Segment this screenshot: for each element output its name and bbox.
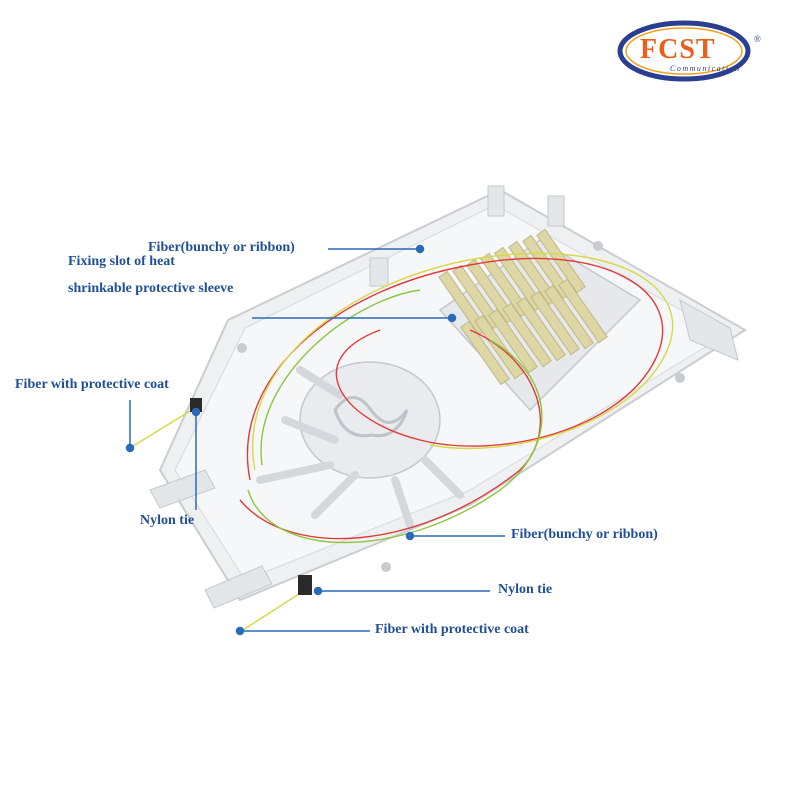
screw-hole-2 xyxy=(593,241,603,251)
leader-dot-fiber-bottom xyxy=(405,531,415,541)
fiber-green-2 xyxy=(260,289,421,466)
label-coat-bottom: Fiber with protective coat xyxy=(375,622,529,637)
label-fiber-bottom: Fiber(bunchy or ribbon) xyxy=(511,527,658,542)
leader-dot-nylon-left xyxy=(191,407,201,417)
logo-registered-mark: ® xyxy=(754,34,761,44)
leader-dot-coat-bottom xyxy=(235,626,245,636)
screw-hole-3 xyxy=(675,373,685,383)
tray-post-2 xyxy=(547,195,565,227)
tray-right-rail xyxy=(679,298,739,361)
fiber-yellow xyxy=(252,252,674,471)
left-spool-slot xyxy=(333,396,409,438)
leader-lines xyxy=(125,244,505,636)
leader-dot-fiber-top xyxy=(415,244,425,254)
splice-sleeves xyxy=(438,228,608,386)
logo-subtitle: Communication xyxy=(670,64,741,73)
fiber-red xyxy=(246,257,664,481)
fiber-tail-left xyxy=(129,407,196,449)
fcst-logo: FCST ® Communication xyxy=(616,18,766,84)
tray-post-1 xyxy=(487,185,505,217)
label-coat-left: Fiber with protective coat xyxy=(15,377,169,392)
leader-dot-nylon-bottom xyxy=(313,586,323,596)
screw-hole-1 xyxy=(237,343,247,353)
tray-post-3 xyxy=(369,257,389,287)
fiber-red-2 xyxy=(239,329,542,540)
splice-tray xyxy=(129,185,747,633)
label-nylon-left: Nylon tie xyxy=(140,513,195,528)
fibers xyxy=(239,252,674,544)
leader-dot-coat-left xyxy=(125,443,135,453)
tray-spokes xyxy=(256,366,464,529)
tray-hook-lower xyxy=(204,565,273,609)
label-fixing-slot: Fixing slot of heat shrinkable protectiv… xyxy=(68,254,234,296)
label-fiber-top: Fiber(bunchy or ribbon) xyxy=(148,240,295,255)
leader-dot-fixing-slot xyxy=(447,313,457,323)
nylon-tie-bottom xyxy=(298,575,312,595)
nylon-tie-left xyxy=(190,398,202,412)
label-nylon-bottom: Nylon tie xyxy=(498,582,553,597)
logo-ring xyxy=(617,20,751,82)
tray-hook-upper xyxy=(149,469,216,509)
screw-hole-4 xyxy=(381,562,391,572)
fiber-green xyxy=(247,339,543,544)
fiber-tail-bottom xyxy=(239,589,306,633)
logo-brand: FCST xyxy=(640,34,716,65)
